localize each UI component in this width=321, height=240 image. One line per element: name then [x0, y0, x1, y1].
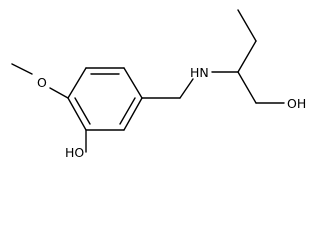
methoxy-oxygen-label: O [37, 75, 47, 90]
ring-to-methoxy-oxygen-bond [49, 87, 69, 99]
ring-bond-lower-right [123, 97, 143, 131]
ring-bond-lower-left [67, 97, 87, 131]
amine-nh-label: HN [190, 65, 209, 80]
hydroxyl-label: HO [65, 145, 84, 160]
ring-bond-lower-left-double [74, 97, 91, 125]
molecule-structure: O HO HN OH [11, 9, 306, 160]
ethyl-terminal-bond [237, 9, 257, 42]
structure-canvas: O HO HN OH [11, 9, 307, 160]
ring-bond-lower-right-double [119, 97, 136, 125]
alcohol-oh-label: OH [287, 96, 306, 111]
ring-bond-upper-right [123, 67, 143, 99]
ring-bond-upper-left [67, 67, 87, 99]
methine-to-hydroxymethyl-bond [237, 71, 257, 104]
methine-to-ethyl-bond [237, 40, 257, 73]
methoxy-methyl-bond [11, 63, 33, 75]
methylene-to-nitrogen-bond [179, 78, 194, 99]
